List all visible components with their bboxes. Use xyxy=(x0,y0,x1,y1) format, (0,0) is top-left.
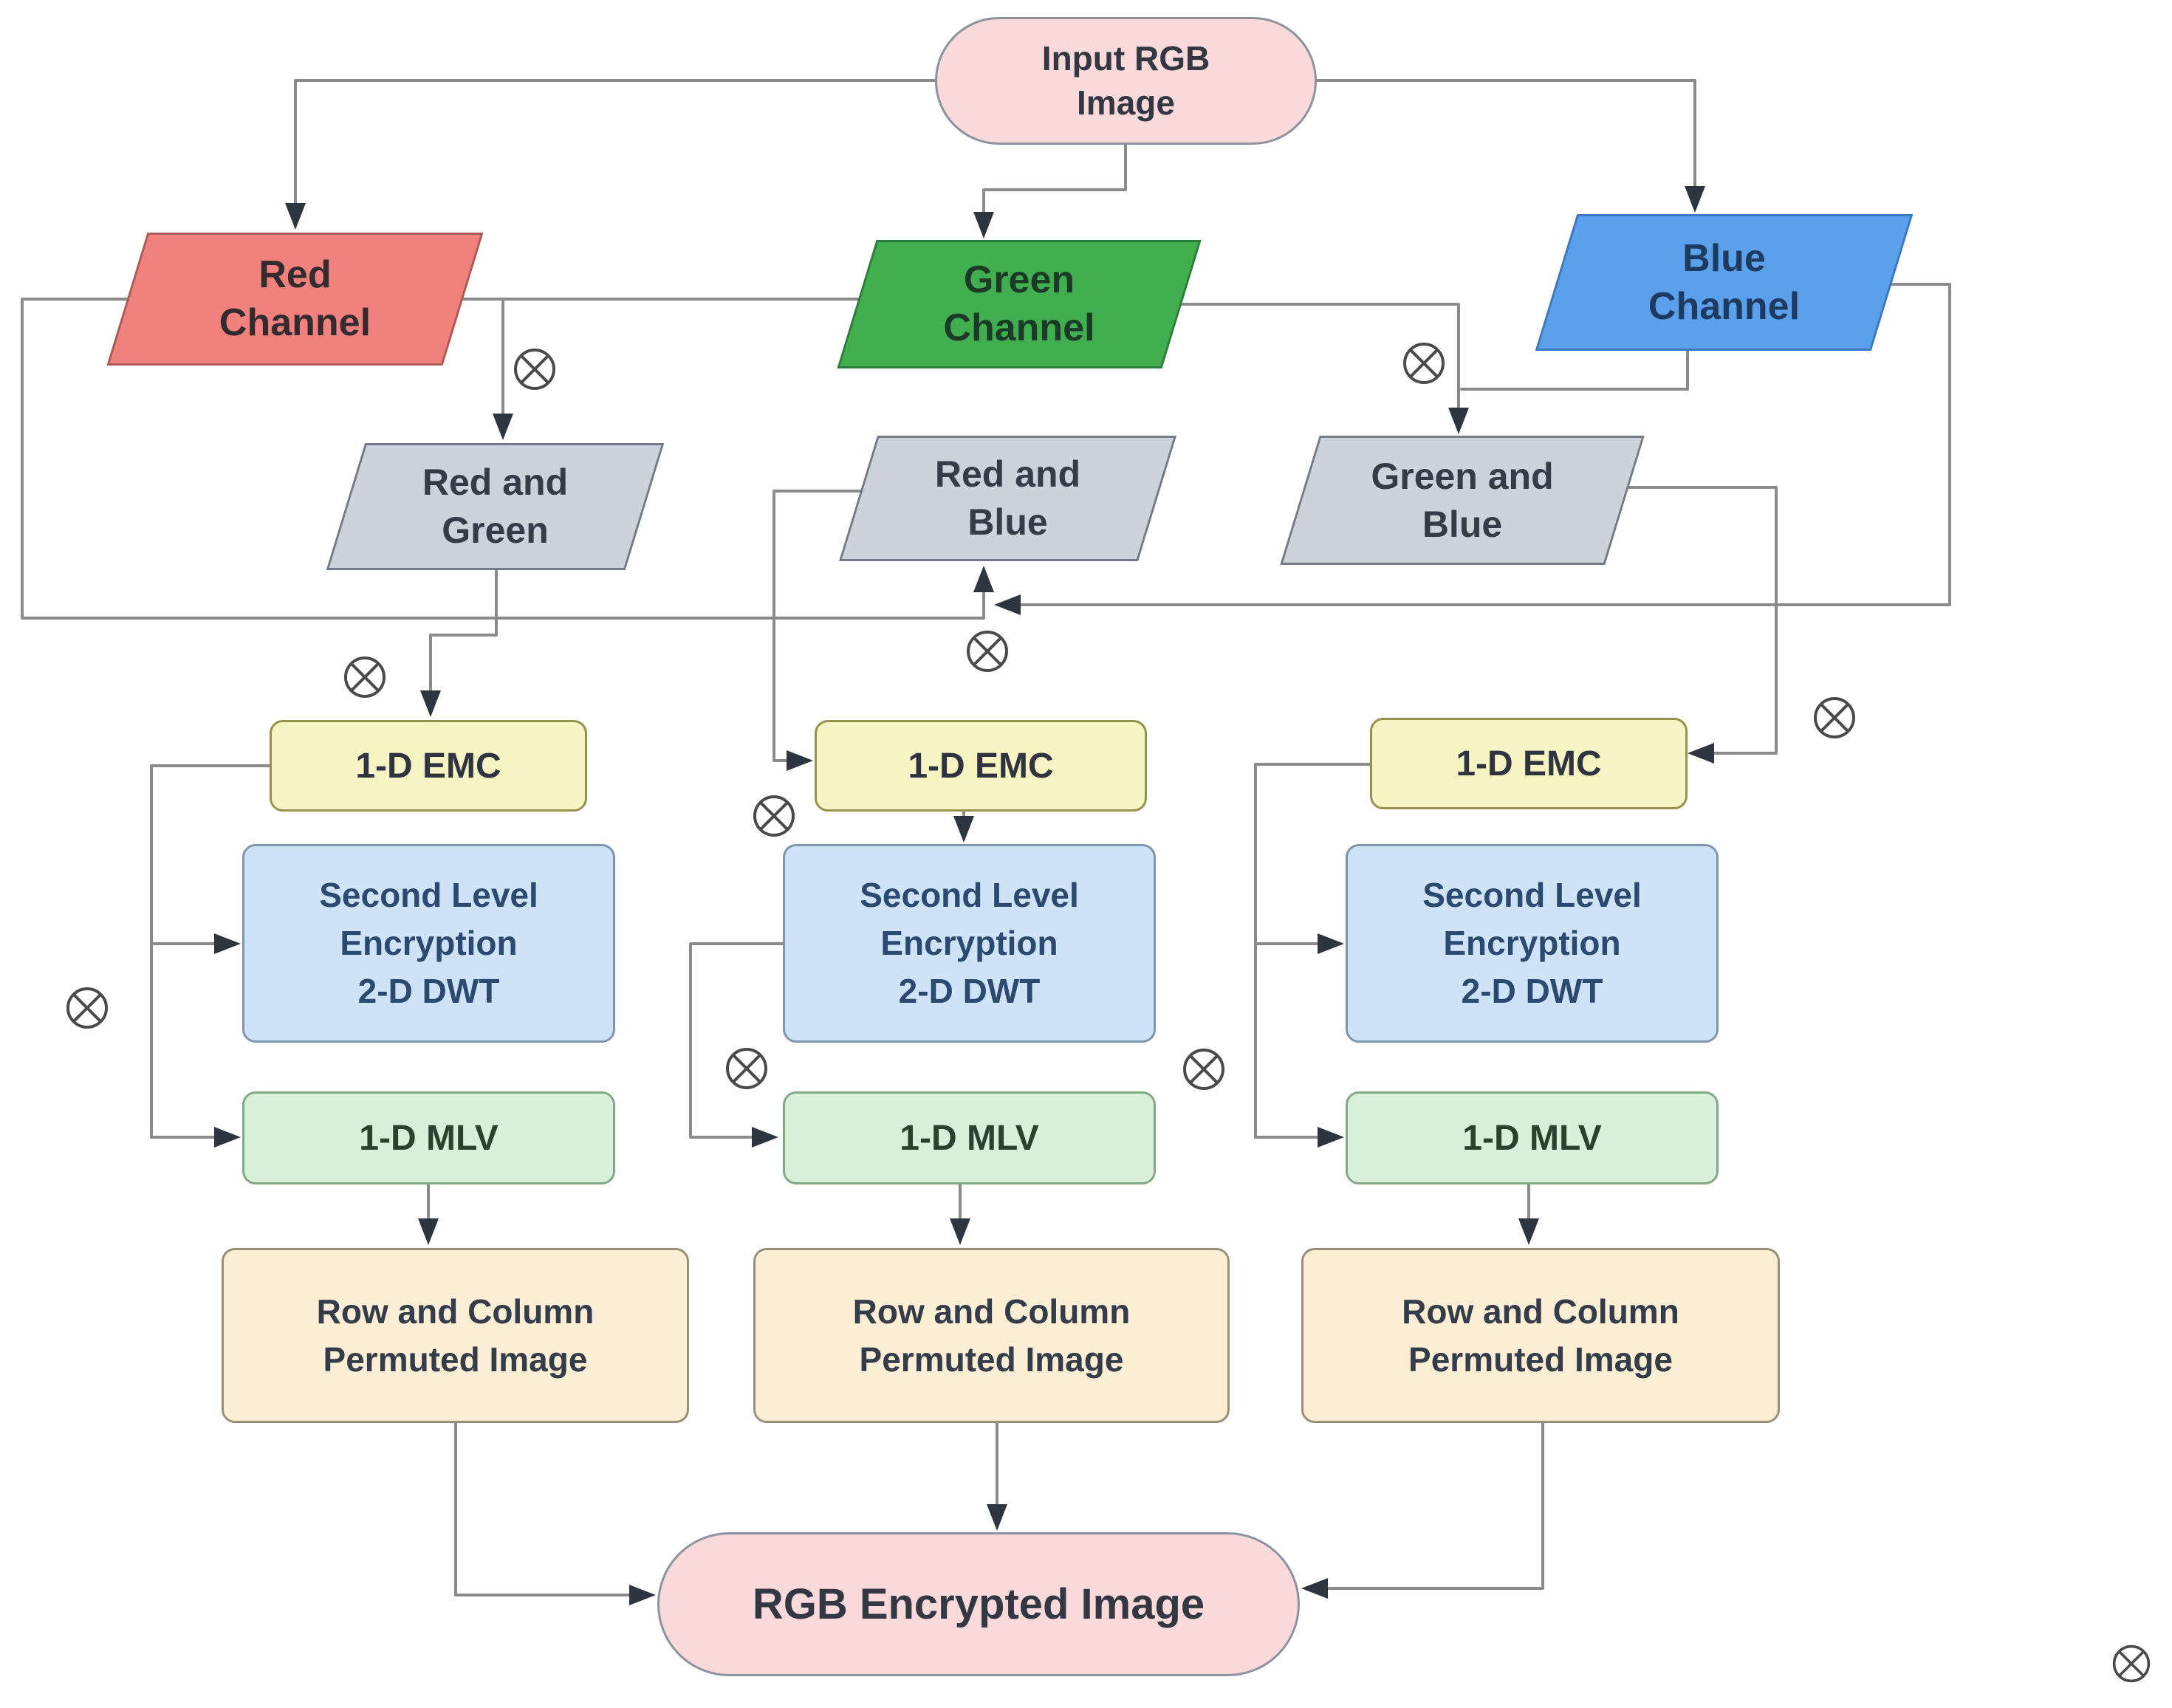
label-line: Image xyxy=(1077,83,1175,122)
connector-input-to-green-channel xyxy=(973,143,1127,239)
label-line: Red xyxy=(258,253,332,296)
node-green-and-blue: Green and Blue xyxy=(1280,436,1645,565)
connector-blue-to-green-and-blue xyxy=(1460,349,1689,391)
label-line: Red and xyxy=(934,453,1081,495)
node-label: Red Channel xyxy=(129,235,461,363)
node-label: Green and Blue xyxy=(1302,438,1623,563)
label-line: 1-D MLV xyxy=(1462,1118,1602,1158)
label-line: Permuted Image xyxy=(859,1340,1124,1379)
node-green-channel: Green Channel xyxy=(837,240,1202,368)
label-line: Permuted Image xyxy=(323,1340,588,1379)
node-red-channel: Red Channel xyxy=(106,233,484,366)
label-line: RGB Encrypted Image xyxy=(752,1580,1205,1628)
label-line: Blue xyxy=(967,501,1048,543)
label-line: Green xyxy=(442,510,549,551)
connector-input-to-blue-channel xyxy=(1315,79,1705,213)
connector-red-to-red-and-blue xyxy=(21,298,994,620)
xor-operator-icon xyxy=(1812,696,1857,740)
label-line: Permuted Image xyxy=(1408,1340,1673,1379)
node-emc-right: 1-D EMC xyxy=(1370,718,1688,809)
node-mlv-middle: 1-D MLV xyxy=(783,1091,1156,1184)
label-line: Green xyxy=(963,258,1075,301)
label-line: Second Level xyxy=(860,875,1079,914)
label-line: 2-D DWT xyxy=(1461,972,1603,1011)
label-line: 1-D EMC xyxy=(908,746,1054,786)
xor-operator-icon xyxy=(343,655,387,699)
node-red-and-green: Red and Green xyxy=(326,443,665,570)
node-permuted-left: Row and Column Permuted Image xyxy=(222,1248,689,1423)
node-label: Red and Blue xyxy=(860,438,1155,559)
connector-dwt-middle-to-mlv-middle xyxy=(689,942,784,1148)
label-line: Channel xyxy=(219,301,371,344)
connector-input-to-red-channel xyxy=(285,79,936,230)
node-blue-channel: Blue Channel xyxy=(1535,214,1914,351)
node-permuted-right: Row and Column Permuted Image xyxy=(1301,1248,1780,1423)
connector-emc-left-to-mlv-left xyxy=(150,764,271,1148)
label-line: Blue xyxy=(1422,503,1503,545)
label-line: 1-D EMC xyxy=(1456,744,1602,783)
label-line: Green and xyxy=(1371,455,1554,497)
connector-permuted-left-to-output xyxy=(454,1421,656,1605)
connector-red-and-green-to-emc-left xyxy=(420,569,498,717)
label-line: Row and Column xyxy=(1402,1292,1679,1331)
label-line: Second Level xyxy=(1422,875,1642,914)
label-line: Encryption xyxy=(340,923,518,962)
label-line: 2-D DWT xyxy=(357,972,500,1011)
label-line: Blue xyxy=(1682,236,1766,280)
node-label: Blue Channel xyxy=(1558,216,1890,349)
node-permuted-middle: Row and Column Permuted Image xyxy=(753,1248,1230,1423)
label-line: 1-D EMC xyxy=(355,746,501,786)
xor-operator-icon xyxy=(2111,1644,2151,1684)
label-line: Row and Column xyxy=(852,1292,1131,1331)
xor-operator-icon xyxy=(513,347,557,391)
node-label: Green Channel xyxy=(859,242,1179,366)
xor-operator-icon xyxy=(1402,341,1446,385)
xor-operator-icon xyxy=(965,629,1010,673)
node-rgb-encrypted-image: RGB Encrypted Image xyxy=(657,1532,1300,1676)
xor-operator-icon xyxy=(724,1046,769,1091)
label-line: Encryption xyxy=(880,923,1058,962)
connector-green-and-blue-to-emc-right xyxy=(1627,486,1778,764)
label-line: 1-D MLV xyxy=(359,1118,499,1158)
connector-emc-right-to-mlv-right xyxy=(1254,763,1371,1148)
xor-operator-icon xyxy=(1182,1047,1226,1091)
node-dwt-left: Second Level Encryption 2-D DWT xyxy=(242,844,615,1043)
node-emc-left: 1-D EMC xyxy=(270,720,587,812)
label-line: Red and xyxy=(422,462,569,503)
node-red-and-blue: Red and Blue xyxy=(839,436,1176,561)
node-dwt-right: Second Level Encryption 2-D DWT xyxy=(1346,844,1719,1043)
xor-operator-icon xyxy=(752,794,796,838)
node-mlv-right: 1-D MLV xyxy=(1346,1091,1719,1184)
label-line: 1-D MLV xyxy=(900,1118,1039,1158)
connector-green-to-green-and-blue xyxy=(1160,303,1469,434)
node-emc-middle: 1-D EMC xyxy=(815,720,1147,812)
node-dwt-middle: Second Level Encryption 2-D DWT xyxy=(783,844,1156,1043)
label-line: Channel xyxy=(1648,284,1801,328)
connector-blue-to-red-and-blue xyxy=(994,283,1951,615)
node-input-rgb-image: Input RGB Image xyxy=(935,17,1317,145)
xor-operator-icon xyxy=(65,986,109,1030)
node-label: Input RGB Image xyxy=(937,19,1315,143)
label-line: Channel xyxy=(943,306,1095,349)
label-line: Row and Column xyxy=(316,1292,595,1331)
node-label: Red and Green xyxy=(348,445,643,568)
node-mlv-left: 1-D MLV xyxy=(242,1091,615,1184)
connector-red-and-blue-to-emc-middle xyxy=(772,490,863,771)
label-line: Second Level xyxy=(319,875,538,914)
label-line: Input RGB xyxy=(1041,38,1210,78)
label-line: Encryption xyxy=(1443,923,1621,962)
label-line: 2-D DWT xyxy=(898,972,1041,1011)
connector-permuted-right-to-output xyxy=(1301,1421,1544,1599)
